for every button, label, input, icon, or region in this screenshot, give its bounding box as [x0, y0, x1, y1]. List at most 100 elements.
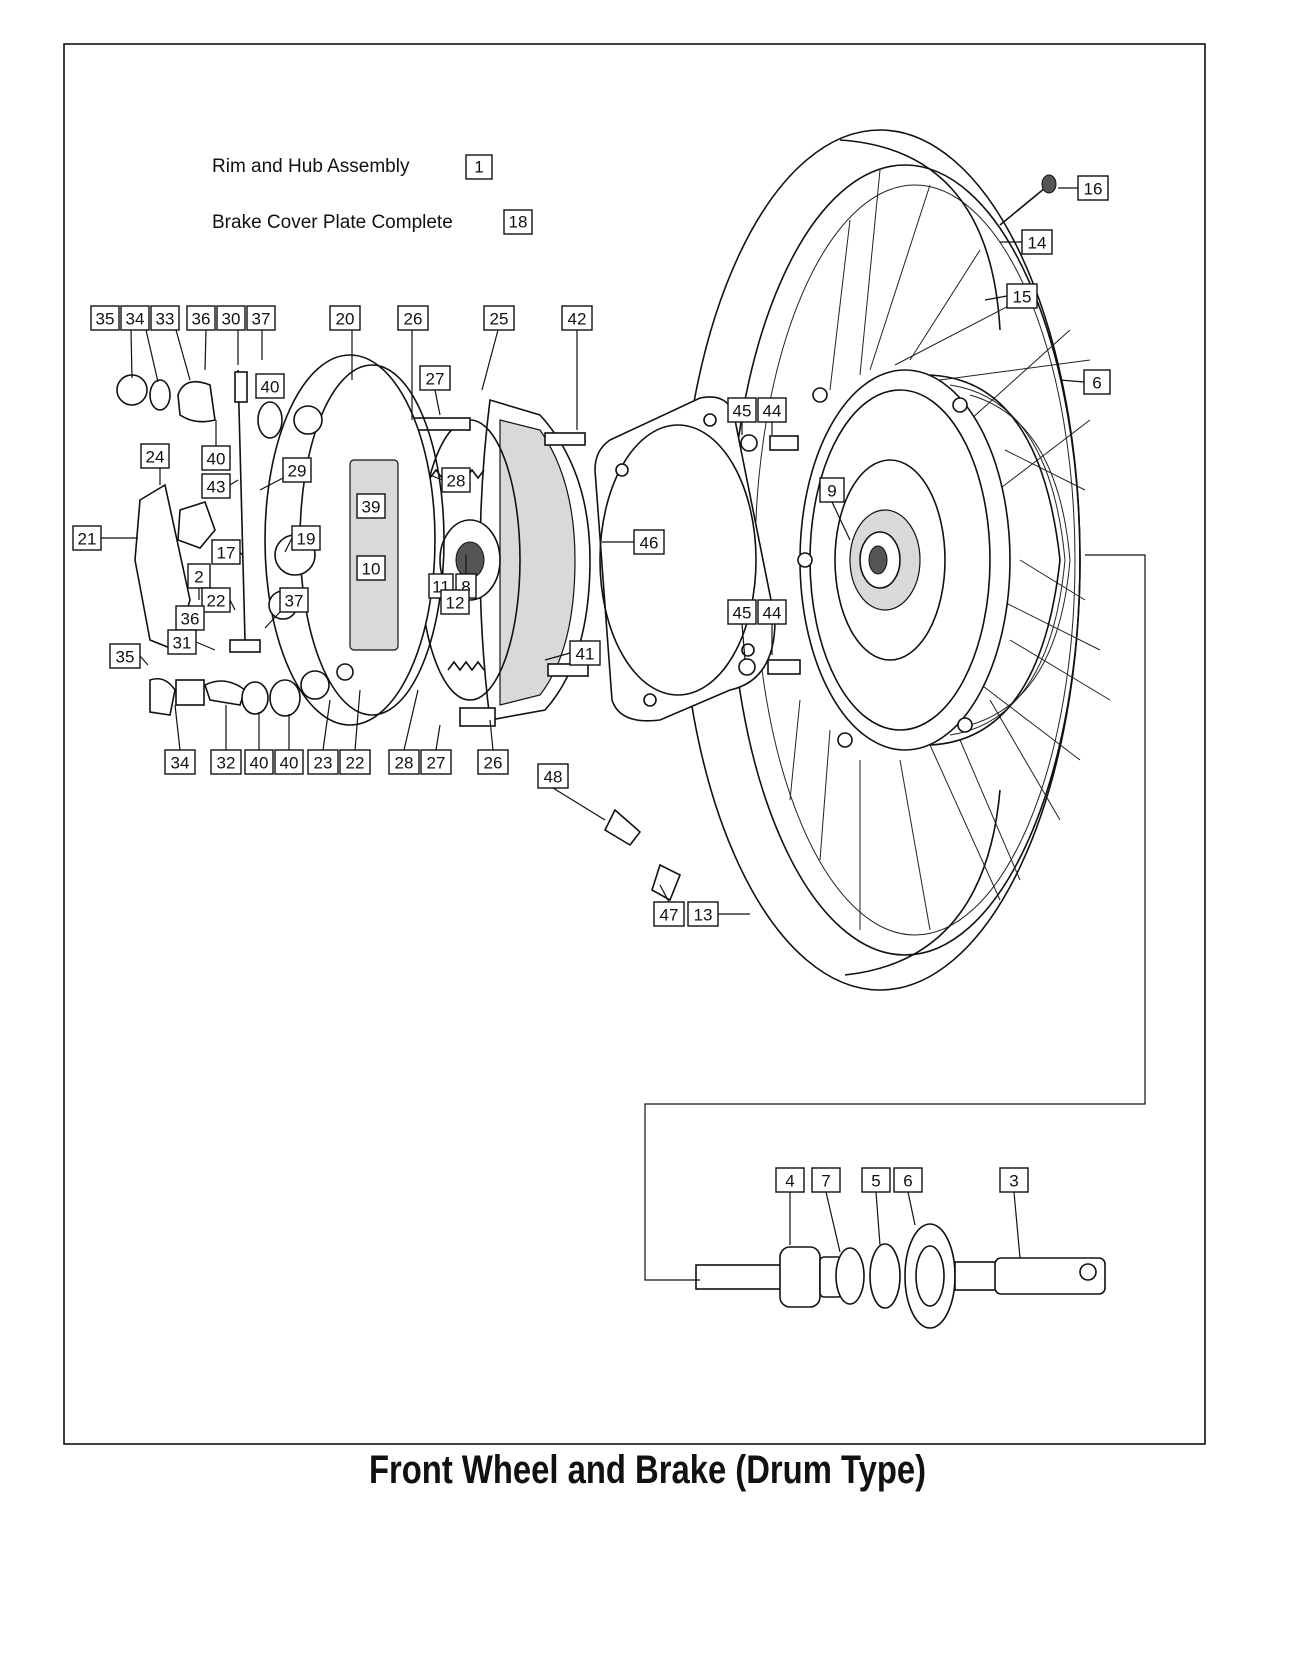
note-brake-cover-ref: 18: [509, 213, 528, 232]
part-label-8: 8: [461, 578, 470, 597]
part-label-37: 37: [285, 592, 304, 611]
part-label-box: [140, 443, 170, 469]
leader-line: [1059, 379, 1085, 383]
leader-line: [741, 623, 746, 661]
leader-line: [907, 1191, 916, 1226]
part-label-box: [186, 305, 216, 331]
part-label-box: [397, 305, 429, 331]
part-label-box: [201, 587, 231, 613]
part-label-box: [1006, 283, 1038, 309]
part-label-40: 40: [207, 450, 226, 469]
part-label-31: 31: [173, 634, 192, 653]
wheel-spokes: [789, 169, 1111, 931]
part-label-box: [72, 525, 102, 551]
part-label-45: 45: [733, 604, 752, 623]
part-label-box: [1021, 229, 1053, 255]
part-label-box: [727, 599, 757, 625]
leader-line: [984, 295, 1008, 301]
leader-line: [434, 389, 441, 416]
part-label-box: [279, 587, 309, 613]
part-label-5: 5: [871, 1172, 880, 1191]
part-label-40: 40: [250, 754, 269, 773]
part-label-29: 29: [288, 462, 307, 481]
part-label-39: 39: [362, 498, 381, 517]
part-label-25: 25: [490, 310, 509, 329]
part-label-box: [999, 1167, 1029, 1193]
part-label-box: [150, 305, 180, 331]
part-label-35: 35: [96, 310, 115, 329]
part-label-box: [537, 763, 569, 789]
part-label-10: 10: [362, 560, 381, 579]
leader-line: [322, 699, 331, 751]
part-label-box: [164, 749, 196, 775]
part-label-27: 27: [426, 370, 445, 389]
part-label-box: [861, 1167, 891, 1193]
spindle-assembly: [695, 1223, 1106, 1329]
part-label-16: 16: [1084, 180, 1103, 199]
part-label-box: [633, 529, 665, 555]
part-label-box: [388, 749, 420, 775]
note-brake-cover: Brake Cover Plate Complete 18: [212, 209, 533, 235]
note-rim-hub: Rim and Hub Assembly 1: [212, 154, 493, 180]
part-label-7: 7: [821, 1172, 830, 1191]
leader-line: [831, 501, 851, 541]
part-label-box: [187, 563, 211, 589]
part-label-box: [246, 305, 276, 331]
part-label-box: [210, 749, 242, 775]
part-label-40: 40: [280, 754, 299, 773]
spoke-part: [999, 174, 1057, 226]
part-label-box: [244, 749, 274, 775]
part-label-box: [420, 749, 452, 775]
part-label-box: [775, 1167, 805, 1193]
part-label-21: 21: [78, 530, 97, 549]
part-label-14: 14: [1028, 234, 1047, 253]
part-label-box: [216, 305, 246, 331]
part-label-box: [211, 539, 241, 565]
part-label-box: [893, 1167, 923, 1193]
leader-line: [130, 329, 133, 379]
part-label-34: 34: [126, 310, 145, 329]
part-label-26: 26: [404, 310, 423, 329]
part-label-2: 2: [194, 568, 203, 587]
part-label-45: 45: [733, 402, 752, 421]
note-brake-cover-text: Brake Cover Plate Complete: [212, 212, 453, 233]
part-label-36: 36: [181, 610, 200, 629]
part-label-12: 12: [446, 594, 465, 613]
part-label-28: 28: [447, 472, 466, 491]
leader-line: [175, 329, 191, 381]
part-label-box: [274, 749, 304, 775]
leader-line: [284, 537, 293, 553]
part-label-box: [167, 629, 197, 655]
part-label-box: [419, 365, 451, 391]
part-label-13: 13: [694, 906, 713, 925]
leader-line: [259, 477, 284, 491]
part-label-27: 27: [427, 754, 446, 773]
leader-line: [429, 474, 443, 481]
part-label-44: 44: [763, 604, 782, 623]
brake-cover-plate: [264, 354, 445, 726]
part-label-4: 4: [785, 1172, 794, 1191]
part-label-box: [175, 605, 205, 631]
part-label-46: 46: [640, 534, 659, 553]
leader-line: [195, 641, 216, 651]
part-label-box: [109, 643, 141, 669]
part-label-box: [255, 373, 285, 399]
leader-line: [145, 329, 159, 383]
lever-parts: [116, 369, 301, 717]
note-rim-hub-ref: 1: [474, 158, 483, 177]
diagram-frame: [63, 43, 1206, 1445]
part-label-24: 24: [146, 448, 165, 467]
leader-line: [435, 724, 441, 751]
leader-line: [403, 689, 419, 751]
valve-caps: [603, 808, 682, 902]
part-label-box: [440, 589, 470, 615]
part-label-box: [201, 473, 231, 499]
part-label-box: [483, 305, 515, 331]
part-label-box: [727, 397, 757, 423]
part-label-box: [561, 305, 593, 331]
part-label-32: 32: [217, 754, 236, 773]
leader-line: [264, 611, 281, 629]
leader-line: [139, 655, 149, 666]
